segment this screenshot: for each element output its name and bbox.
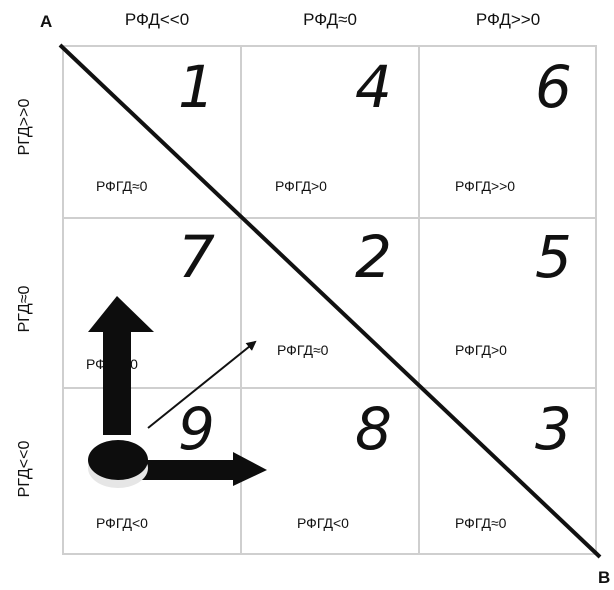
grid-line (240, 45, 242, 555)
column-header-3: РФД>>0 (475, 10, 541, 29)
column-header-1: РФД<<0 (124, 10, 190, 29)
cell-number-8: 8 (355, 395, 392, 463)
column-header-2: РФД≈0 (303, 10, 357, 29)
matrix-grid (62, 45, 597, 555)
cell-label-1: РФГД≈0 (96, 178, 148, 194)
cell-label-6: РФГД>>0 (455, 178, 516, 194)
cell-label-5: РФГД>0 (455, 342, 507, 358)
cell-number-7: 7 (178, 223, 215, 291)
grid-line (62, 387, 597, 389)
disk-icon (88, 440, 148, 488)
corner-label-b: B (598, 568, 611, 587)
cell-label-8: РФГД<0 (297, 515, 349, 531)
cell-number-4: 4 (355, 53, 392, 121)
up-arrow-icon (88, 296, 154, 435)
cell-label-2: РФГД≈0 (277, 342, 329, 358)
grid-line (418, 45, 420, 555)
cell-number-6: 6 (535, 53, 572, 121)
cell-number-9: 9 (178, 395, 215, 463)
cell-label-9: РФГД<0 (96, 515, 148, 531)
cell-label-3: РФГД≈0 (455, 515, 507, 531)
cell-number-3: 3 (535, 395, 572, 463)
cell-number-1: 1 (178, 53, 215, 121)
grid-line (62, 45, 597, 47)
grid-line (62, 553, 597, 555)
cell-label-4: РФГД>0 (275, 178, 327, 194)
corner-label-a: A (40, 12, 53, 31)
grid-line (62, 217, 597, 219)
right-arrow-icon (135, 452, 267, 486)
diagonal-line-a-b (58, 43, 602, 559)
cell-number-2: 2 (355, 223, 392, 291)
grid-line (62, 45, 64, 555)
grid-line (595, 45, 597, 555)
diagonal-arrow-icon (147, 340, 257, 429)
cell-number-5: 5 (535, 223, 572, 291)
